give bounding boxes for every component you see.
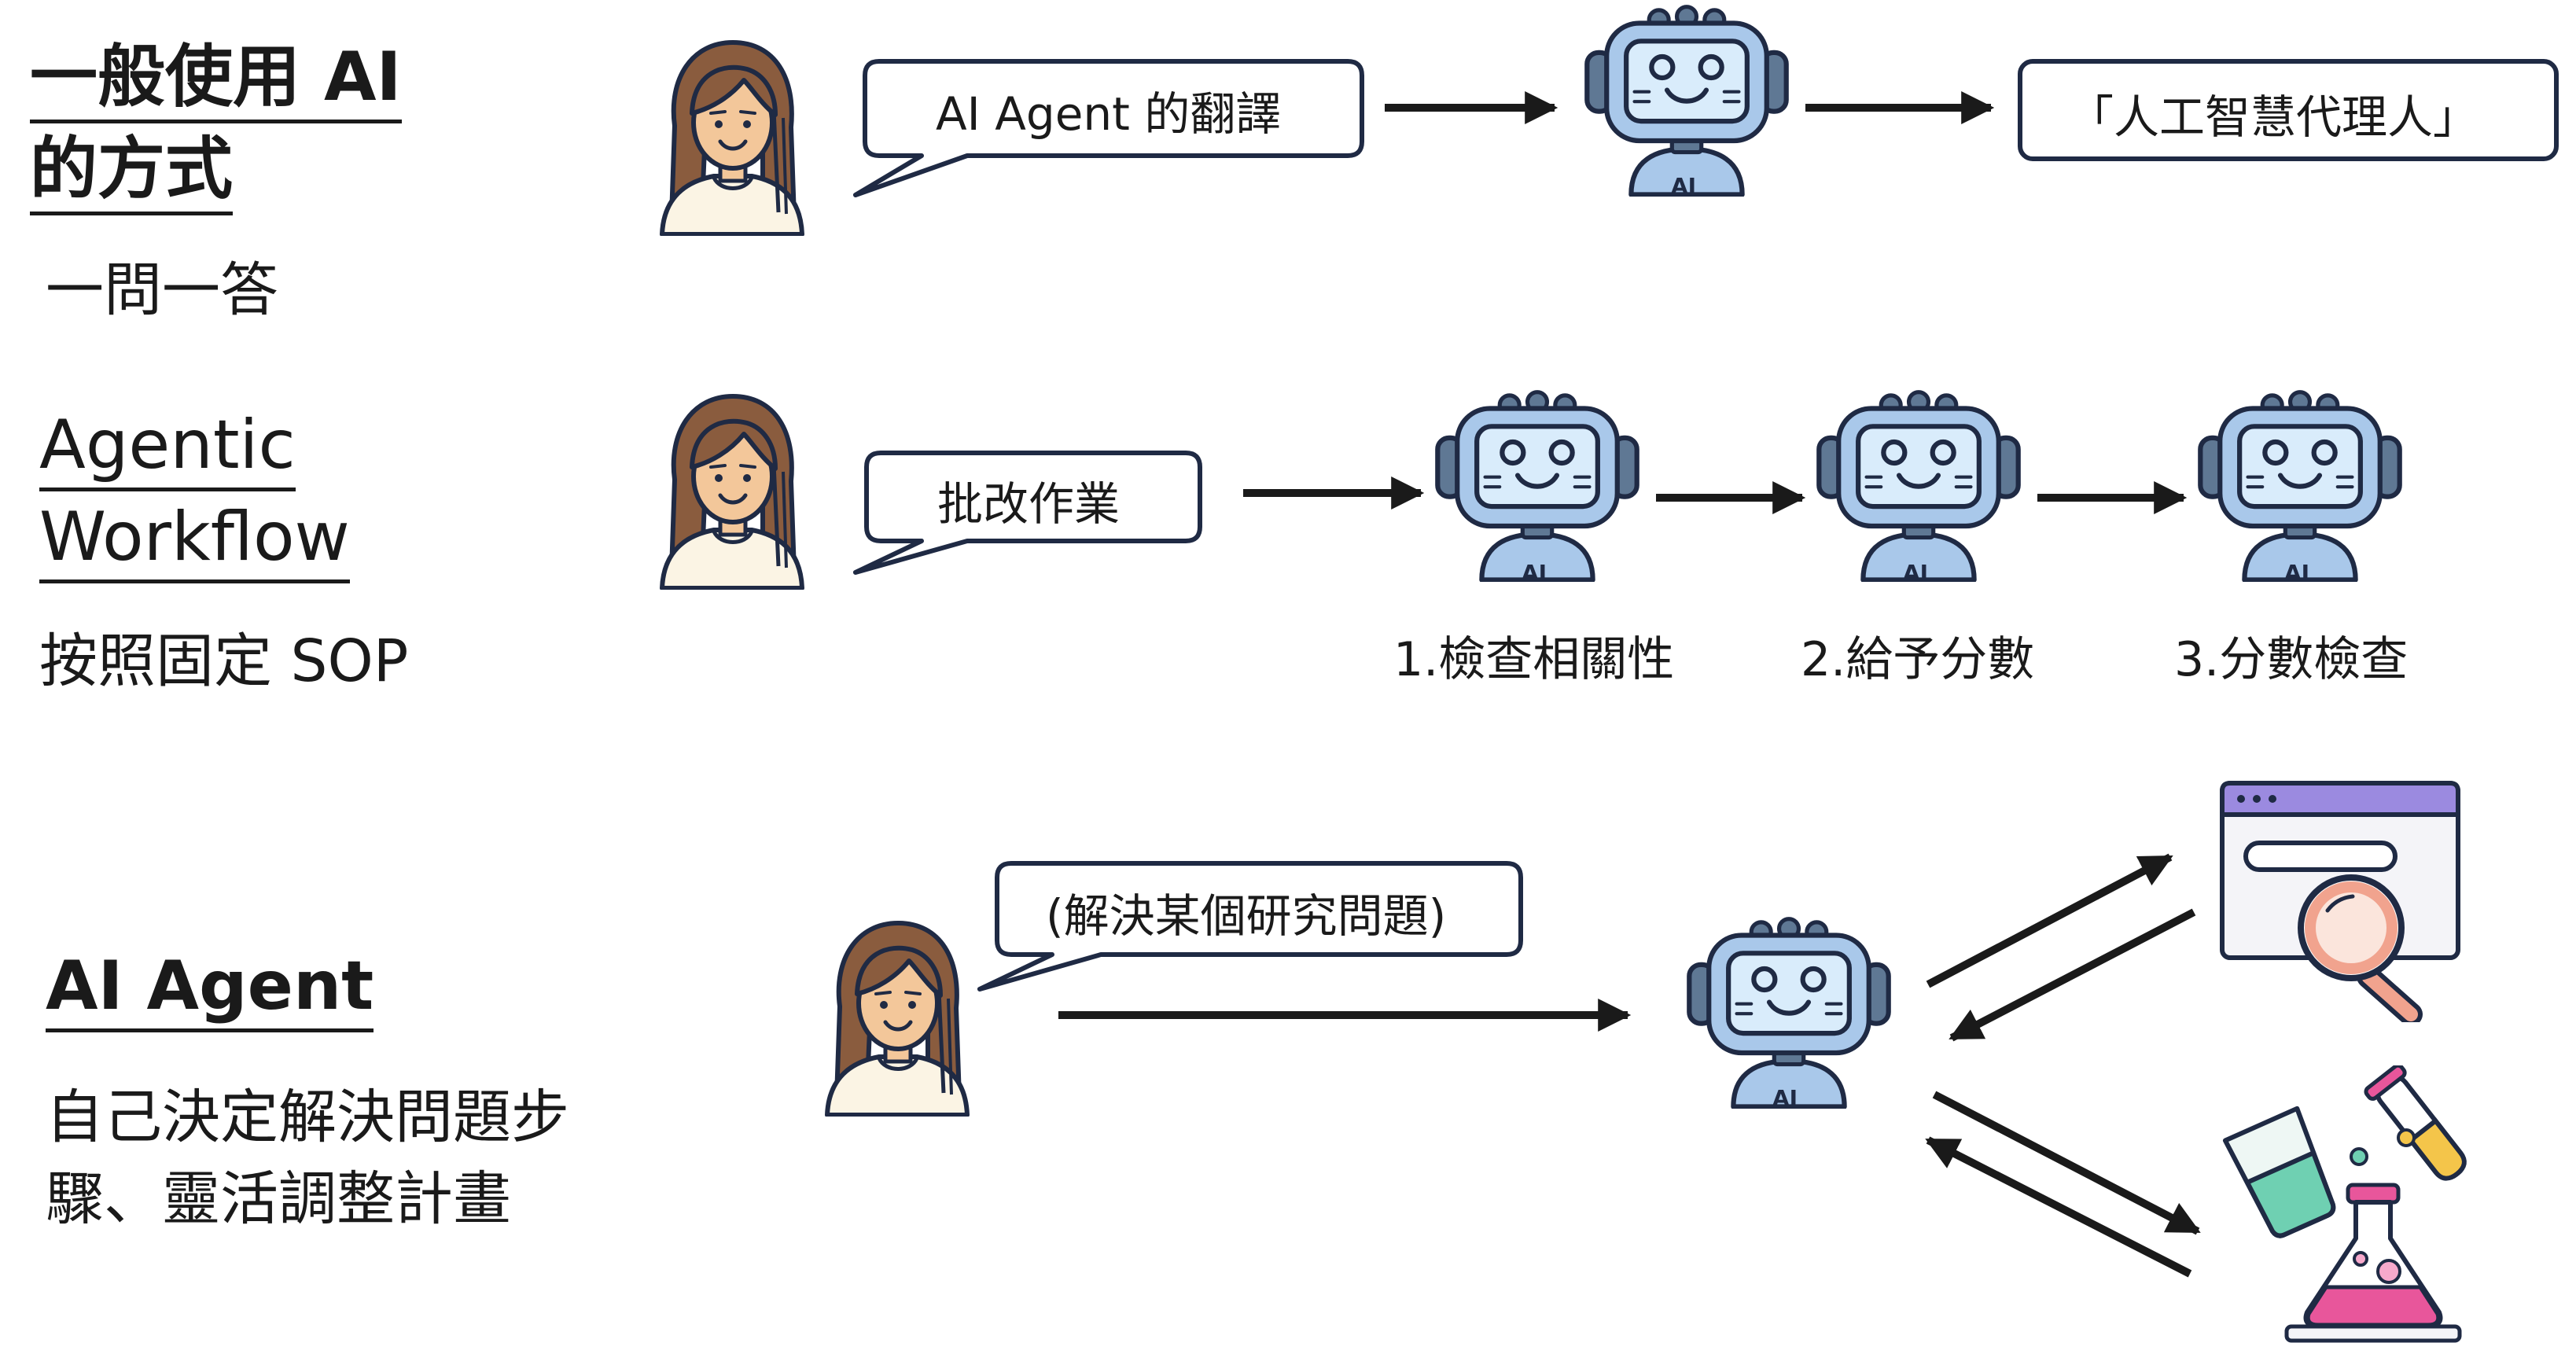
tool-arrows [1925, 853, 2201, 1278]
robot-label: AI [2284, 560, 2310, 586]
robot-icon [1683, 912, 1895, 1109]
row3-heading-text: AI Agent [46, 946, 374, 1033]
row2-subtitle: 按照固定 SOP [39, 627, 409, 695]
row2-speech-bubble [853, 451, 1202, 575]
robot-icon [1431, 385, 1643, 582]
robot-icon [1581, 0, 1793, 197]
row2-arrow-to-step1 [1243, 476, 1425, 510]
row3-heading: AI Agent [46, 940, 374, 1033]
woman-icon [810, 912, 983, 1117]
row2-bubble-text: 批改作業 [937, 477, 1121, 531]
row1-subtitle: 一問一答 [46, 256, 278, 324]
lab-flask-icon [2222, 1065, 2467, 1343]
robot-label: AI [1903, 560, 1929, 586]
woman-icon [645, 385, 818, 590]
robot-icon [1812, 385, 2025, 582]
row2-arrow-to-step2 [1656, 481, 1806, 514]
row1-arrow-to-robot [1385, 91, 1558, 124]
robot-label: AI [1671, 173, 1697, 199]
arrow-from-lab [1925, 1136, 2192, 1278]
row2-arrow-to-step3 [2037, 481, 2188, 514]
row3-subtitle-line2: 驟、靈活調整計畫 [46, 1164, 511, 1233]
robot-label: AI [1772, 1085, 1798, 1111]
row1-bubble-text: AI Agent 的翻譯 [936, 87, 1282, 141]
arrow-to-lab [1932, 1091, 2201, 1235]
row2-heading-line2: Workflow [39, 497, 350, 584]
step-label-2: 2.給予分數 [1801, 632, 2035, 687]
robot-label: AI [1522, 560, 1547, 586]
row3-subtitle-line1: 自己決定解決問題步 [46, 1084, 569, 1151]
row3-bubble-text: (解決某個研究問題) [1046, 889, 1447, 943]
row1-arrow-to-output [1805, 91, 1995, 124]
row1-output-text: 「人工智慧代理人」 [2068, 90, 2479, 144]
search-window-icon [2220, 781, 2460, 1022]
row1-output-box [2018, 59, 2559, 161]
row1-speech-bubble [853, 59, 1364, 197]
row1-heading-line1: 一般使用 AI [30, 37, 402, 124]
woman-icon [645, 31, 818, 236]
row3-arrow-to-robot [1058, 999, 1632, 1032]
row1-heading: 一般使用 AI 的方式 [30, 31, 402, 216]
row1-heading-line2: 的方式 [30, 129, 233, 216]
row2-heading-line1: Agentic [39, 405, 296, 492]
row3-speech-bubble [977, 861, 1523, 992]
robot-icon [2194, 385, 2406, 582]
arrow-to-search [1926, 853, 2173, 988]
step-label-3: 3.分數檢查 [2174, 632, 2409, 687]
row3-subtitle: 自己決定解決問題步 驟、靈活調整計畫 [46, 1077, 569, 1240]
step-label-1: 1.檢查相關性 [1393, 632, 1675, 687]
row2-heading: Agentic Workflow [39, 399, 350, 584]
arrow-from-search [1949, 908, 2196, 1042]
